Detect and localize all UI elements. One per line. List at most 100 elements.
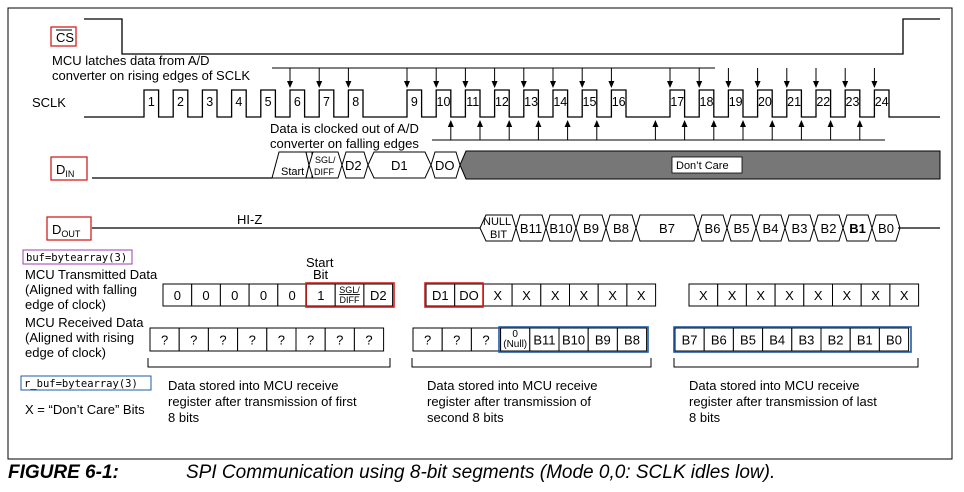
mcu_rx-group3-value-4: B3 [798, 333, 814, 348]
mcu_tx-group1-value-2: 0 [231, 288, 238, 303]
mcu_tx-sgl-top: SGL/ [339, 285, 360, 295]
start-bits-highlight [305, 282, 395, 308]
mcu_rx-group2-value-1: ? [453, 333, 460, 348]
clock-number-8: 8 [352, 95, 359, 109]
mcu_tx-group1-value-7: D2 [370, 288, 387, 303]
din-d1: D1 [391, 158, 408, 173]
clock-number-6: 6 [294, 95, 301, 109]
rbuf-code-box [20, 375, 152, 391]
bracket-group3 [673, 358, 919, 368]
clock-number-17: 17 [670, 95, 684, 109]
mcu_rx-group1-value-5: ? [307, 333, 314, 348]
clock-number-22: 22 [816, 95, 830, 109]
clock-number-18: 18 [700, 95, 714, 109]
stored2-line2: register after transmission of [427, 394, 591, 409]
stored3-line1: Data stored into MCU receive [689, 378, 860, 393]
mcu_rx-group2-value-7: B8 [624, 333, 640, 348]
clock-number-10: 10 [437, 95, 451, 109]
clock-number-21: 21 [787, 95, 801, 109]
mcu_tx-group3-value-6: X [871, 288, 880, 303]
clock-number-2: 2 [177, 95, 184, 109]
dout-bit-b10: B10 [549, 221, 572, 236]
mcu_rx-group2-value-2: ? [482, 333, 489, 348]
dont-care-note: X = “Don’t Care” Bits [25, 402, 145, 417]
latch-arrow-head [696, 81, 703, 88]
clock-number-12: 12 [495, 95, 509, 109]
mcu_rx-group2-value-6: B9 [595, 333, 611, 348]
clock-number-19: 19 [729, 95, 743, 109]
clock-number-20: 20 [758, 95, 772, 109]
din-dont-care: Don’t Care [676, 160, 729, 172]
mcu_rx-group2-cell [616, 327, 648, 352]
mcu_rx-group1-value-1: ? [190, 333, 197, 348]
din-label: DIN [56, 162, 74, 179]
dout-bit-b1: B1 [849, 221, 866, 236]
mcu_rx-group3-value-5: B2 [828, 333, 844, 348]
latch-arrow-head [345, 81, 352, 88]
mcu_rx-group3-value-1: B6 [711, 333, 727, 348]
cs-label-box [50, 26, 77, 47]
mcu_tx-group3-value-1: X [728, 288, 737, 303]
clock-number-4: 4 [235, 95, 242, 109]
mcu_rx-group3-value-0: B7 [682, 333, 698, 348]
fall-arrow-head [769, 120, 776, 127]
latch-arrow-head [550, 81, 556, 88]
latch-arrow-head [316, 81, 323, 88]
dout-bit-b4: B4 [763, 221, 779, 236]
latch-arrow-head [813, 81, 819, 88]
mcu_tx-group3-value-7: X [900, 288, 909, 303]
mcu_rx-group3-value-3: B4 [769, 333, 785, 348]
mcu_tx-group3-value-5: X [843, 288, 852, 303]
mcu-rx-label-2: (Aligned with rising [25, 330, 134, 345]
din-d0: DO [435, 158, 455, 173]
fall-arrow-head [506, 120, 513, 127]
fall-arrow-head [564, 120, 571, 127]
latch-arrow-head [608, 81, 615, 88]
fall-arrow-head [535, 120, 542, 127]
mcu_rx-group3-value-2: B5 [740, 333, 756, 348]
dout-bit-b0: B0 [878, 221, 894, 236]
latch-arrow-head [433, 81, 440, 88]
mcu_rx-group3-value-6: B1 [857, 333, 873, 348]
mcu_tx-group1-cell [363, 283, 394, 307]
sclk-label: SCLK [32, 95, 66, 110]
stored3-line3: 8 bits [689, 410, 721, 425]
clock-number-13: 13 [524, 95, 538, 109]
clock-number-23: 23 [846, 95, 860, 109]
fall-arrow-head [681, 120, 688, 127]
clock-number-7: 7 [323, 95, 330, 109]
dout-bit-b8: B8 [613, 221, 629, 236]
clock-number-1: 1 [148, 95, 155, 109]
mcu_tx-group2-value-0: D1 [432, 288, 449, 303]
latch-arrow-head [725, 81, 732, 88]
stored2-line1: Data stored into MCU receive [427, 378, 598, 393]
mcu_rx-group1-value-2: ? [219, 333, 226, 348]
clock-number-11: 11 [466, 95, 479, 109]
mcu_rx-group3-cell [878, 327, 910, 352]
latch-arrow-head [287, 81, 293, 88]
mcu_rx-group1-value-6: ? [336, 333, 343, 348]
latch-arrow-head [462, 81, 469, 88]
dout-bit-b9: B9 [583, 221, 599, 236]
cs-waveform [84, 18, 940, 55]
stored1-line1: Data stored into MCU receive [168, 378, 339, 393]
mcu_tx-sgl-bottom: DIFF [340, 295, 360, 305]
cs-label: CS [56, 30, 74, 45]
start-bit-line2: Bit [313, 267, 329, 282]
din-start: Start [281, 166, 304, 178]
mcu_rx-group3-value-7: B0 [886, 333, 902, 348]
dout-bit-b3: B3 [792, 221, 808, 236]
mcu_tx-group3-value-3: X [785, 288, 794, 303]
dout-hiz: HI-Z [237, 212, 262, 227]
bracket-group1 [147, 358, 391, 368]
mcu-tx-label-2: (Aligned with falling [25, 282, 137, 297]
clock-number-5: 5 [265, 95, 272, 109]
rx-byte2-highlight [498, 326, 649, 353]
figure-number: FIGURE 6-1: [8, 462, 119, 483]
rx-byte3-highlight [673, 326, 912, 353]
mcu_rx-group2-value-5: B10 [562, 333, 585, 348]
clock-number-9: 9 [411, 95, 418, 109]
fall-arrow-head [856, 120, 863, 127]
latch-annotation-line1: MCU latches data from A/D [52, 53, 210, 68]
